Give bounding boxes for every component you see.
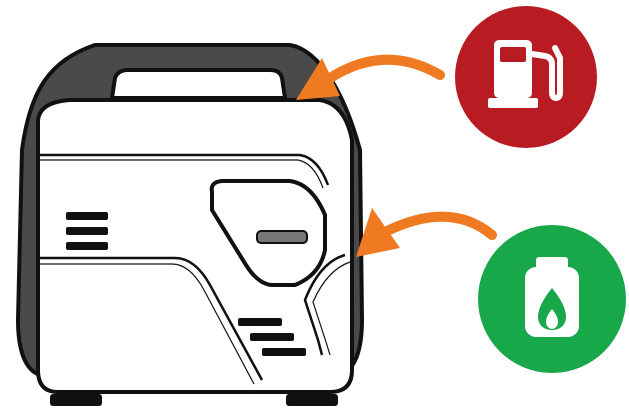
arrow-to-side: [356, 208, 492, 257]
propane-badge: [478, 225, 626, 373]
propane-tank-icon: [525, 257, 579, 337]
panel-indicator: [257, 231, 307, 243]
generator-feet: [50, 394, 338, 406]
gasoline-badge: [455, 6, 597, 148]
carry-handle: [112, 70, 285, 98]
vent-left: [66, 212, 108, 250]
